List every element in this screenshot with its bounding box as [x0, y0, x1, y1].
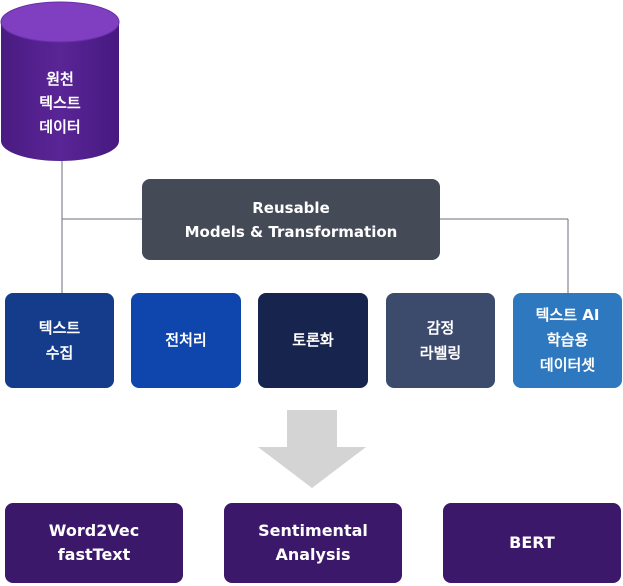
database-cylinder-icon	[0, 1, 120, 161]
model-1-line-2: fastText	[57, 545, 131, 564]
step-5-line-2: 학습용	[546, 331, 589, 349]
step-5-line-3: 데이터셋	[539, 356, 596, 374]
reusable-models-box: Reusable Models & Transformation	[142, 179, 440, 260]
model-bert: BERT	[443, 503, 621, 583]
model-sentimental-analysis: Sentimental Analysis	[224, 503, 402, 583]
model-word2vec-fasttext: Word2Vec fastText	[5, 503, 183, 583]
step-tokenization: 토론화	[258, 293, 368, 388]
hub-line-1: Reusable	[252, 198, 330, 217]
step-1-line-1: 텍스트	[38, 318, 81, 337]
step-4-line-1: 감정	[426, 318, 455, 337]
step-1-line-2: 수집	[45, 343, 74, 362]
source-database: 원천 텍스트 데이터	[0, 0, 120, 166]
down-arrow-icon	[258, 410, 366, 488]
step-text-collection: 텍스트 수집	[5, 293, 114, 388]
source-line-1: 원천	[46, 70, 74, 88]
step-ai-training-dataset: 텍스트 AI 학습용 데이터셋	[513, 293, 622, 388]
step-2-line-1: 전처리	[165, 331, 207, 349]
step-4-line-2: 라벨링	[419, 343, 462, 362]
model-1-line-1: Word2Vec	[48, 521, 140, 540]
step-preprocessing: 전처리	[131, 293, 241, 388]
source-line-2: 텍스트	[39, 94, 81, 112]
step-5-line-1: 텍스트 AI	[535, 306, 600, 324]
hub-line-2: Models & Transformation	[184, 222, 398, 241]
model-3-line-1: BERT	[509, 533, 555, 552]
model-2-line-1: Sentimental	[258, 521, 368, 540]
source-line-3: 데이터	[39, 118, 81, 136]
model-2-line-2: Analysis	[275, 545, 351, 564]
source-data-label: 원천 텍스트 데이터	[0, 67, 120, 139]
step-3-line-1: 토론화	[292, 331, 334, 349]
step-sentiment-labeling: 감정 라벨링	[386, 293, 495, 388]
